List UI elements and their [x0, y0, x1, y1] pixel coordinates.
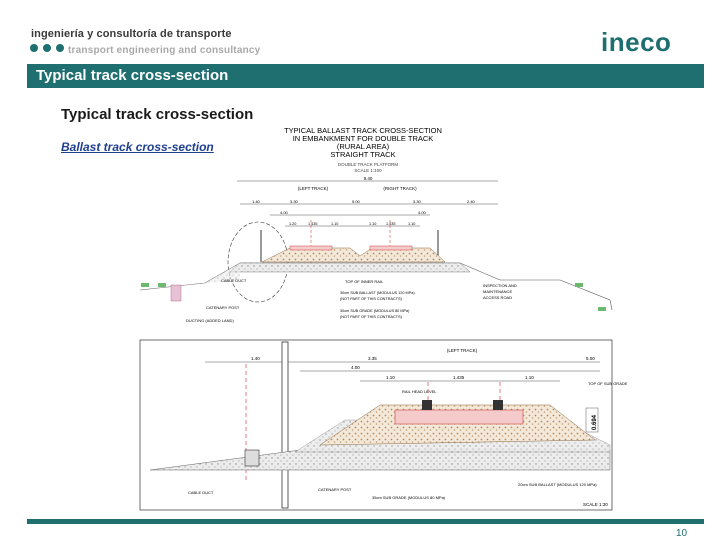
- dim-r1-a: 1.40: [252, 199, 261, 204]
- header-dots: [30, 44, 64, 52]
- ineco-logo: ineco: [601, 27, 672, 57]
- scale-top: SCALE 1:100: [354, 168, 382, 173]
- platform-label: DOUBLE TRACK PLATFORM: [338, 162, 399, 167]
- dim-r3-b: 1.435: [308, 222, 318, 226]
- detail-dim-400: 4.00: [351, 365, 360, 370]
- vertical-dim: 0.694: [592, 414, 598, 430]
- scale-bottom: SCALE 1:30: [583, 502, 608, 507]
- detail-cable-duct: CABLE DUCT: [188, 490, 214, 495]
- detail-subgrade: 35cm SUB GRADE (MODULUS 80 MPa): [372, 495, 446, 500]
- not-part-note-2: (NOT PART OF THIS CONTRACTS): [340, 315, 403, 319]
- drawing-title-4: STRAIGHT TRACK: [330, 150, 395, 159]
- dim-r1-d: 3.30: [413, 199, 422, 204]
- detail-left-track: (LEFT TRACK): [447, 348, 478, 353]
- section-label: Ballast track cross-section: [61, 140, 214, 154]
- detail-dim-r2-c: 1.10: [525, 375, 534, 380]
- dim-r2-b: 4.00: [418, 210, 427, 215]
- dim-r1-b: 3.30: [290, 199, 299, 204]
- title-bar-text: Typical track cross-section: [36, 67, 229, 84]
- footer-bar: [27, 519, 704, 524]
- detail-catenary-post: CATENARY POST: [318, 487, 352, 492]
- cable-duct-label: CABLE DUCT: [221, 278, 247, 283]
- dim-r2-a: 4.00: [280, 210, 289, 215]
- detail-dim-r2-a: 1.10: [386, 375, 395, 380]
- dim-r3-f: 1.10: [408, 222, 415, 226]
- dim-r3-c: 1.10: [331, 222, 338, 226]
- detail-dim-r2-b: 1.435: [453, 375, 465, 380]
- header-english-tagline: transport engineering and consultancy: [68, 45, 261, 56]
- dot: [43, 44, 51, 52]
- left-track-label: (LEFT TRACK): [298, 186, 329, 191]
- dim-r1-e: 2.40: [467, 199, 476, 204]
- detail-subballast: 20cm SUB BALLAST (MODULUS 120 MPa): [518, 482, 597, 487]
- detail-dim-b: 3.35: [368, 356, 377, 361]
- detail-dim-a: 1.40: [251, 356, 260, 361]
- drawing-title-2: IN EMBANKMENT FOR DOUBLE TRACK: [293, 134, 434, 143]
- dim-r3-e: 1.435: [386, 222, 396, 226]
- rail-head-level: RAIL HEAD LEVEL: [402, 389, 437, 394]
- dot: [30, 44, 38, 52]
- top-inner-rail-label: TOP OF INNER RAIL: [345, 279, 384, 284]
- dim-r3-a: 1.20: [289, 222, 296, 226]
- dim-r3-d: 1.10: [369, 222, 376, 226]
- ducting-label: DUCTING (ADDED LAND): [186, 318, 234, 323]
- access-road-label: ACCESS ROAD: [483, 295, 512, 300]
- slide-subtitle: Typical track cross-section: [61, 106, 254, 123]
- overall-dim: 9.40: [364, 176, 373, 181]
- subgrade-note: 30cm SUB GRADE (MODULUS 80 MPa): [340, 309, 410, 313]
- title-bar: Typical track cross-section: [27, 64, 704, 88]
- top-of-subgrade: TOP OF SUB GRADE: [588, 381, 628, 386]
- ballast-note: 30cm SUB BALLAST (MODULUS 120 MPa): [340, 291, 415, 295]
- header-spanish-tagline: ingeniería y consultoría de transporte: [31, 28, 232, 40]
- dot: [56, 44, 64, 52]
- inspection-label: INSPECTION AND: [483, 283, 517, 288]
- detail-dim-c: 5.00: [586, 356, 595, 361]
- dim-r1-c: 5.00: [352, 199, 361, 204]
- drawing-title-3: (RURAL AREA): [337, 142, 390, 151]
- not-part-note-1: (NOT PART OF THIS CONTRACTS): [340, 297, 403, 301]
- drawing-title-1: TYPICAL BALLAST TRACK CROSS-SECTION: [284, 126, 442, 135]
- page-number: 10: [676, 528, 688, 539]
- maintenance-label: MAINTENANCE: [483, 289, 512, 294]
- catenary-post-label: CATENARY POST: [206, 305, 240, 310]
- right-track-label: (RIGHT TRACK): [383, 186, 417, 191]
